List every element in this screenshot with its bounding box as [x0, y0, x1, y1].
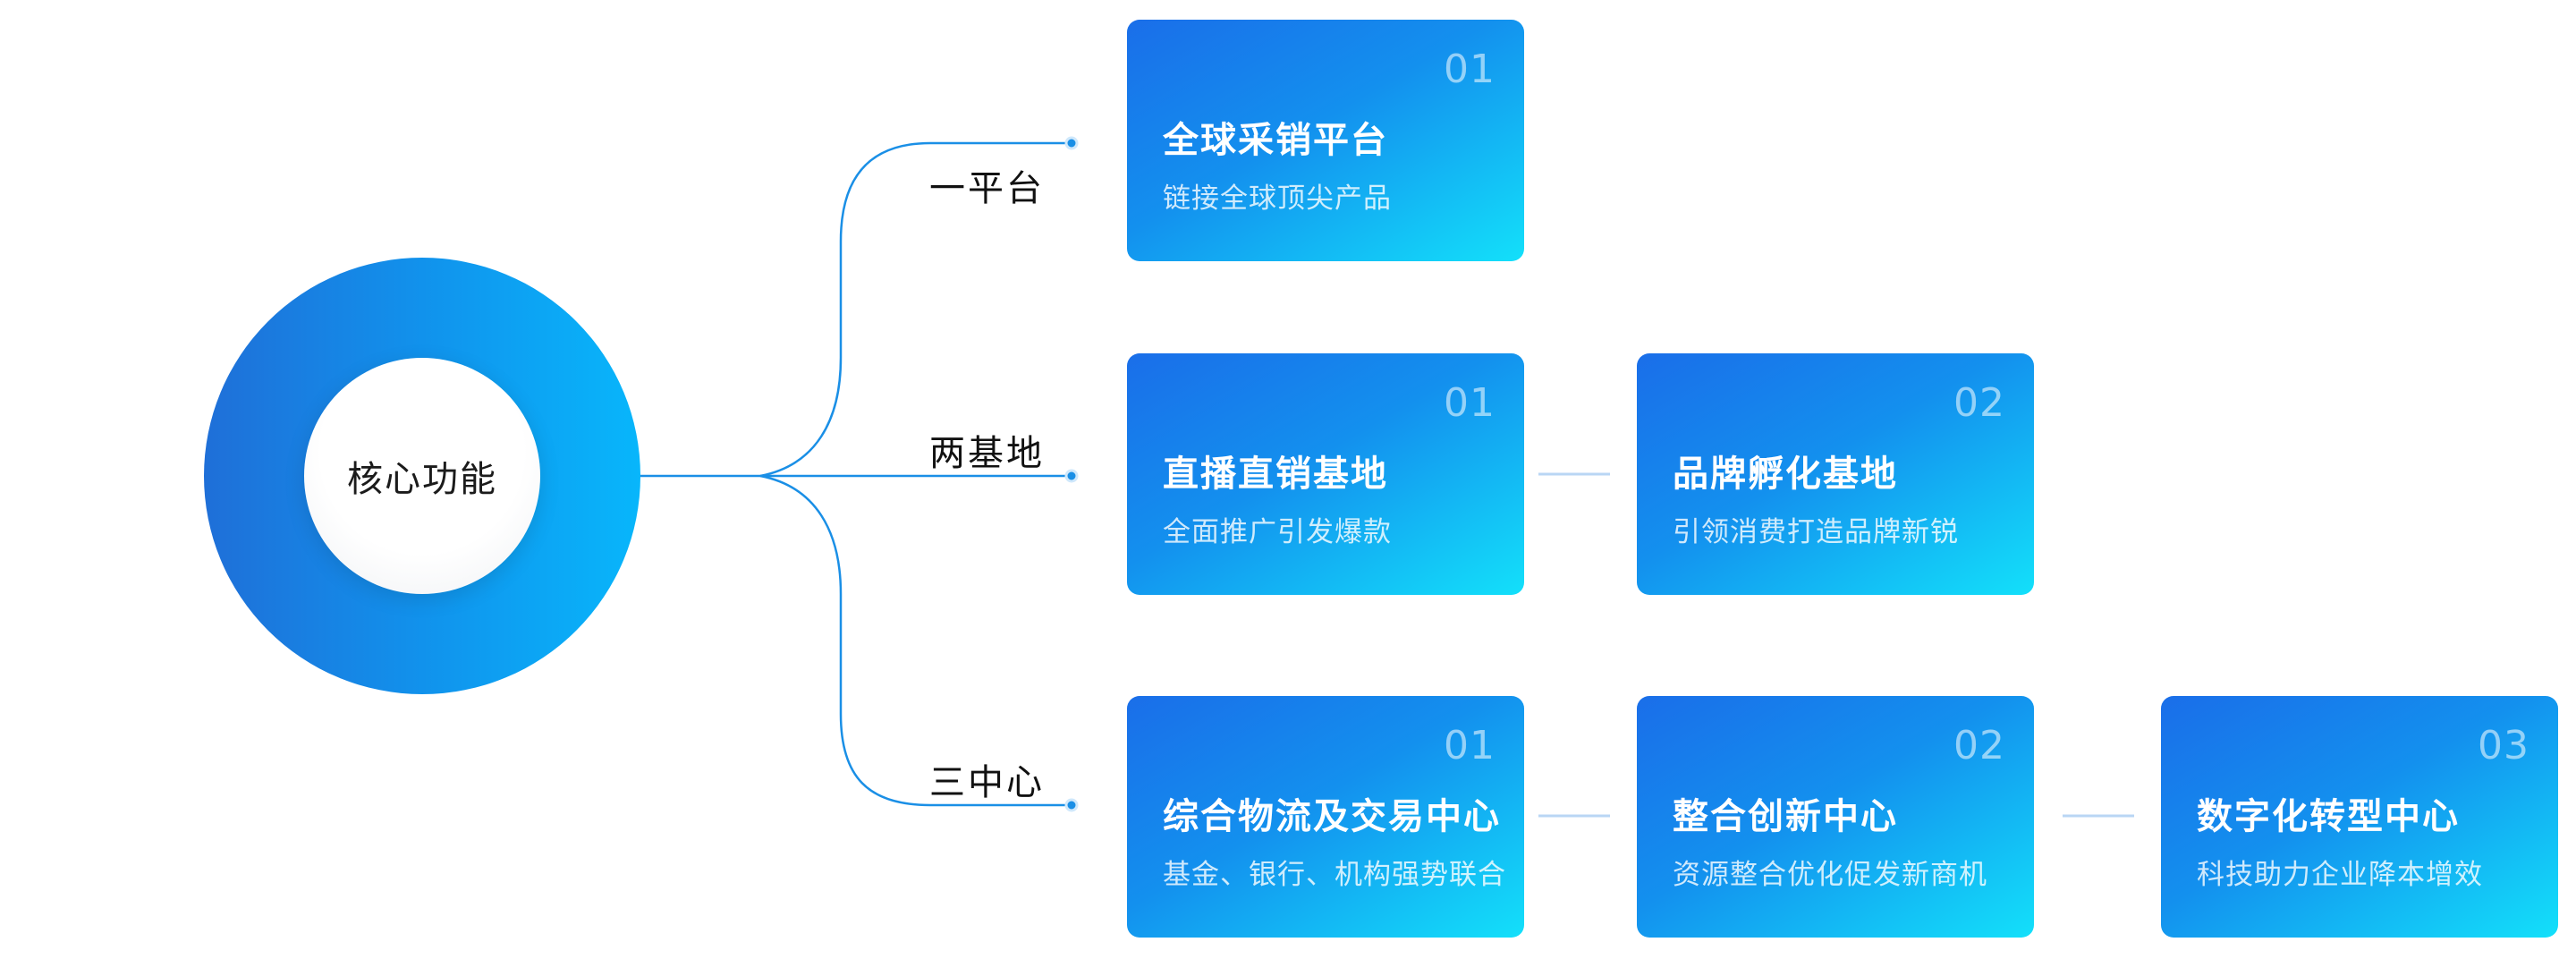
card-title: 品牌孵化基地 — [1673, 454, 1898, 495]
card-title: 整合创新中心 — [1673, 796, 1898, 837]
card-index: 01 — [1444, 47, 1496, 92]
card-title: 全球采销平台 — [1163, 120, 1388, 161]
core-hub: 核心功能 — [304, 358, 540, 594]
card-global-sourcing-platform: 01 全球采销平台 链接全球顶尖产品 — [1127, 20, 1524, 261]
card-logistics-trade-center: 01 综合物流及交易中心 基金、银行、机构强势联合 — [1127, 696, 1524, 938]
card-integration-innovation-center: 02 整合创新中心 资源整合优化促发新商机 — [1637, 696, 2034, 938]
branch-label-centers: 三中心 — [929, 762, 1045, 803]
branch-line-centers — [759, 474, 1072, 807]
card-index: 02 — [1953, 723, 2005, 768]
branch-end-dot-centers — [1064, 798, 1079, 812]
card-subtitle: 全面推广引发爆款 — [1163, 516, 1392, 548]
card-subtitle: 科技助力企业降本增效 — [2197, 859, 2483, 891]
card-index: 03 — [2478, 723, 2529, 768]
branch-line-platform — [759, 141, 1072, 478]
card-brand-incubation-base: 02 品牌孵化基地 引领消费打造品牌新锐 — [1637, 353, 2034, 595]
card-index: 01 — [1444, 380, 1496, 426]
card-title: 直播直销基地 — [1163, 454, 1388, 495]
card-digital-transformation-center: 03 数字化转型中心 科技助力企业降本增效 — [2161, 696, 2558, 938]
card-subtitle: 引领消费打造品牌新锐 — [1673, 516, 1959, 548]
card-title: 数字化转型中心 — [2197, 796, 2460, 837]
card-index: 02 — [1953, 380, 2005, 426]
branch-end-dot-platform — [1064, 136, 1079, 150]
card-index: 01 — [1444, 723, 1496, 768]
card-subtitle: 资源整合优化促发新商机 — [1673, 859, 1987, 891]
card-livestream-base: 01 直播直销基地 全面推广引发爆款 — [1127, 353, 1524, 595]
card-title: 综合物流及交易中心 — [1163, 796, 1501, 837]
card-subtitle: 基金、银行、机构强势联合 — [1163, 859, 1506, 891]
branch-end-dot-bases — [1064, 469, 1079, 483]
branch-label-bases: 两基地 — [929, 433, 1045, 474]
core-hub-label: 核心功能 — [347, 459, 497, 500]
card-subtitle: 链接全球顶尖产品 — [1163, 182, 1392, 215]
branch-label-platform: 一平台 — [929, 168, 1045, 209]
